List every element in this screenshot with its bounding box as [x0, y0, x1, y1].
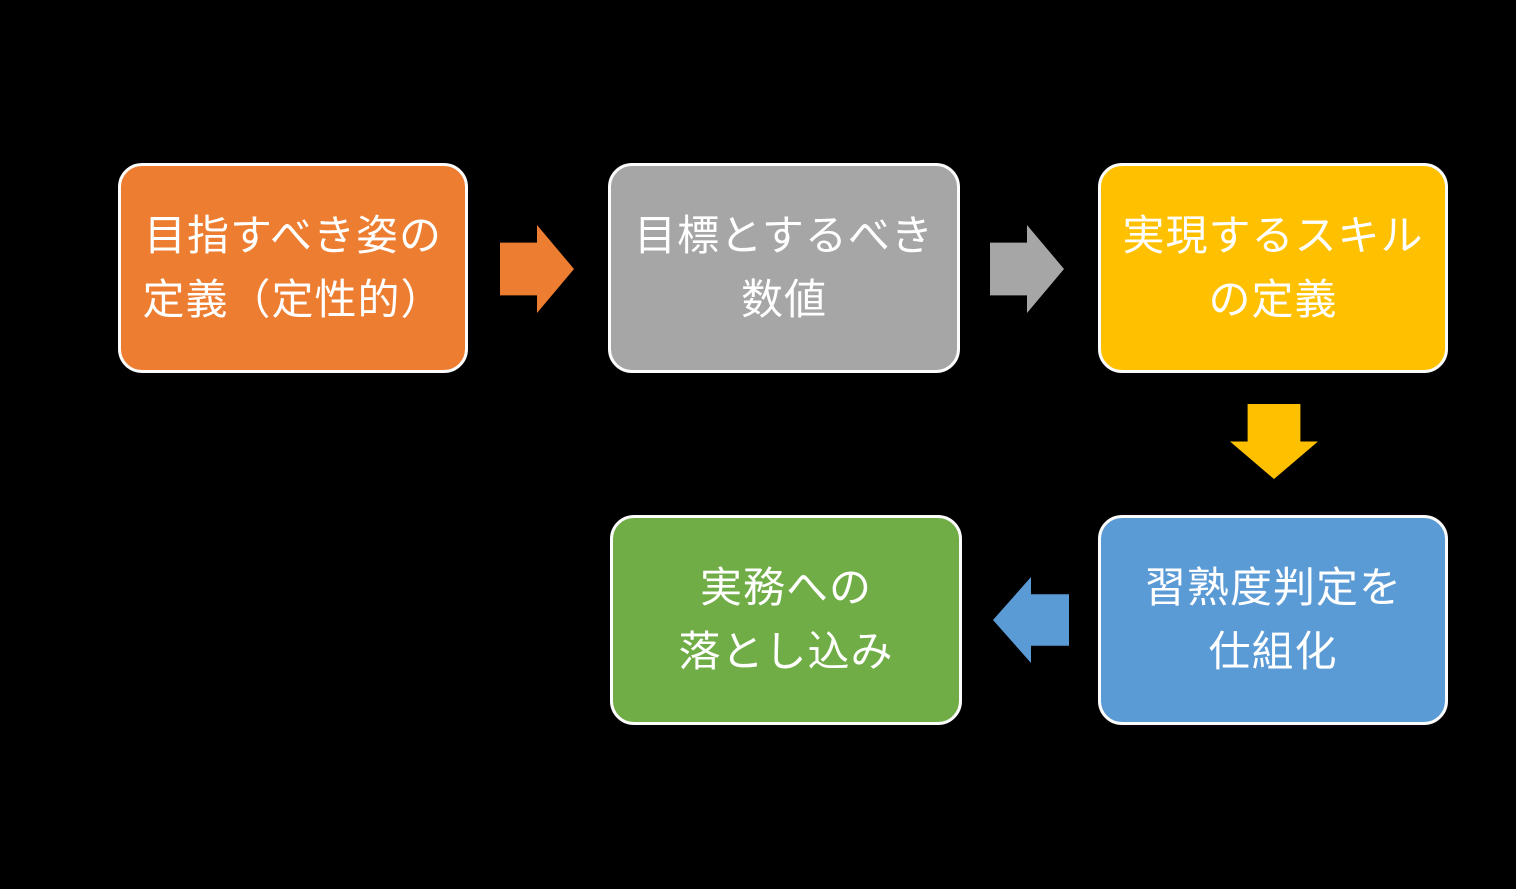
- flow-node-step-4-label-line1: 習熟度判定を: [1143, 564, 1402, 611]
- flow-arrow-step-2-to-step-3: [990, 225, 1064, 313]
- flow-arrow-step-1-to-step-2: [500, 225, 574, 313]
- flow-node-step-2-label-line1: 目標とするべき: [634, 212, 934, 259]
- flow-node-step-3-label-line2: の定義: [1208, 276, 1338, 323]
- flow-arrow-step-4-to-step-5: [993, 577, 1069, 663]
- flow-node-step-3: 実現するスキル の定義: [1098, 163, 1448, 373]
- flow-node-step-1-label-line2: 定義（定性的）: [142, 276, 444, 323]
- flow-node-step-1: 目指すべき姿の 定義（定性的）: [118, 163, 468, 373]
- flow-node-step-5-label-line1: 実務への: [699, 564, 872, 611]
- flow-node-step-4: 習熟度判定を 仕組化: [1098, 515, 1448, 725]
- flow-node-step-2: 目標とするべき 数値: [608, 163, 960, 373]
- flow-node-step-5: 実務への 落とし込み: [610, 515, 962, 725]
- flow-node-step-1-label-line1: 目指すべき姿の: [143, 212, 443, 259]
- flow-node-step-5-label-line2: 落とし込み: [678, 628, 894, 675]
- flow-node-step-2-label-line2: 数値: [740, 276, 827, 323]
- flow-node-step-4-label-line2: 仕組化: [1208, 628, 1338, 675]
- flow-node-step-3-label-line1: 実現するスキル: [1122, 212, 1424, 259]
- flow-arrow-step-3-to-step-4: [1230, 404, 1318, 479]
